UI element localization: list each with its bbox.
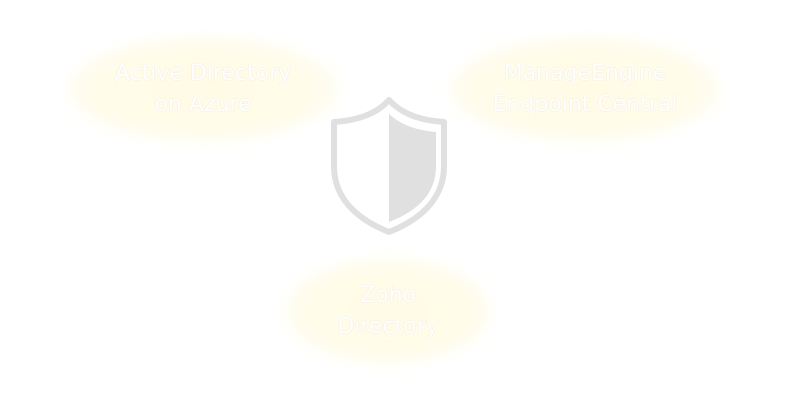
node-label-line: Endpoint Central: [492, 92, 678, 117]
shield-icon: [331, 97, 447, 235]
node-label-line: Active Directory: [114, 61, 292, 86]
node-label: ManageEngine Endpoint Central: [492, 58, 677, 120]
node-active-directory-azure: Active Directory on Azure: [68, 36, 338, 142]
node-zoho-directory: Zoho Directory: [285, 258, 491, 364]
node-label-line: on Azure: [154, 92, 252, 117]
node-glow: [450, 36, 720, 142]
node-label: Active Directory on Azure: [115, 58, 291, 120]
node-glow: [285, 258, 491, 364]
node-glow: [68, 36, 338, 142]
node-label: Zoho Directory: [337, 280, 438, 342]
node-manageengine-endpoint-central: ManageEngine Endpoint Central: [450, 36, 720, 142]
node-label-line: ManageEngine: [503, 61, 667, 86]
node-label-line: Directory: [337, 314, 439, 339]
node-label-line: Zoho: [360, 283, 416, 308]
